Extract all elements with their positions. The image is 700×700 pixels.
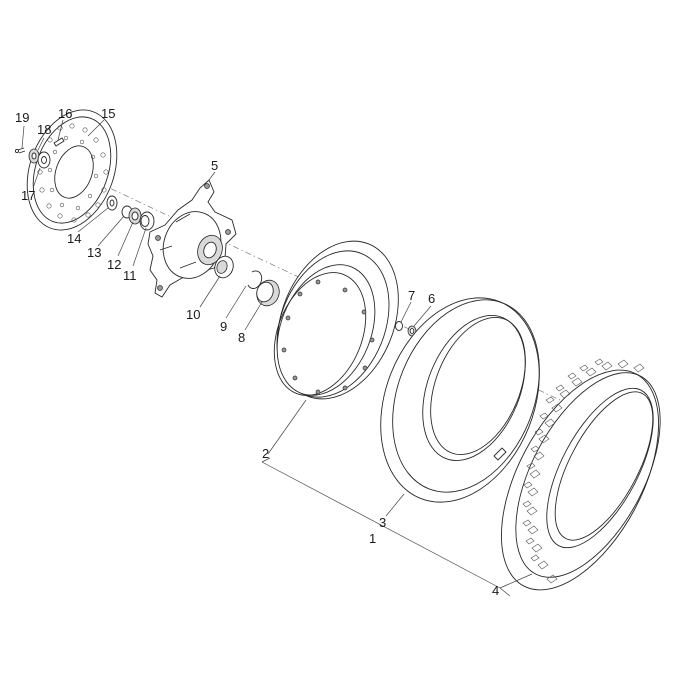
callout-5: 5 <box>211 158 218 173</box>
oil-seal-12 <box>128 207 142 225</box>
bearing-11 <box>139 211 155 231</box>
callout-12: 12 <box>107 257 121 272</box>
callout-11: 11 <box>123 268 137 283</box>
bearing-10 <box>214 255 234 279</box>
circlip-9 <box>247 270 263 289</box>
callout-13: 13 <box>87 245 101 260</box>
spacer-14 <box>106 195 118 211</box>
inner-tube <box>380 297 540 503</box>
hub-cap-8 <box>256 279 280 307</box>
wheel-hub <box>147 179 237 298</box>
callout-15: 15 <box>101 106 115 121</box>
wheel-rim <box>273 240 399 400</box>
callout-19: 19 <box>15 110 29 125</box>
callout-16: 16 <box>58 106 72 121</box>
brake-disc <box>26 109 118 231</box>
callout-7: 7 <box>408 288 415 303</box>
callout-1: 1 <box>369 531 376 546</box>
callout-8: 8 <box>238 330 245 345</box>
callout-2: 2 <box>262 446 269 461</box>
callout-18: 18 <box>37 122 51 137</box>
valve-nut-7 <box>395 321 403 331</box>
callout-9: 9 <box>220 319 227 334</box>
callout-labels: 19 16 18 15 17 5 14 13 12 11 10 9 8 7 6 … <box>15 106 499 598</box>
callout-17: 17 <box>21 188 35 203</box>
nut-18 <box>28 148 40 164</box>
leader-lines <box>21 119 533 597</box>
callout-14: 14 <box>67 231 81 246</box>
callout-10: 10 <box>186 307 200 322</box>
washer-17 <box>37 151 51 169</box>
callout-6: 6 <box>428 291 435 306</box>
disc-bolt-16 <box>53 137 65 147</box>
callout-3: 3 <box>379 515 386 530</box>
tyre <box>500 358 661 591</box>
pin-19 <box>14 147 26 154</box>
callout-4: 4 <box>492 583 499 598</box>
